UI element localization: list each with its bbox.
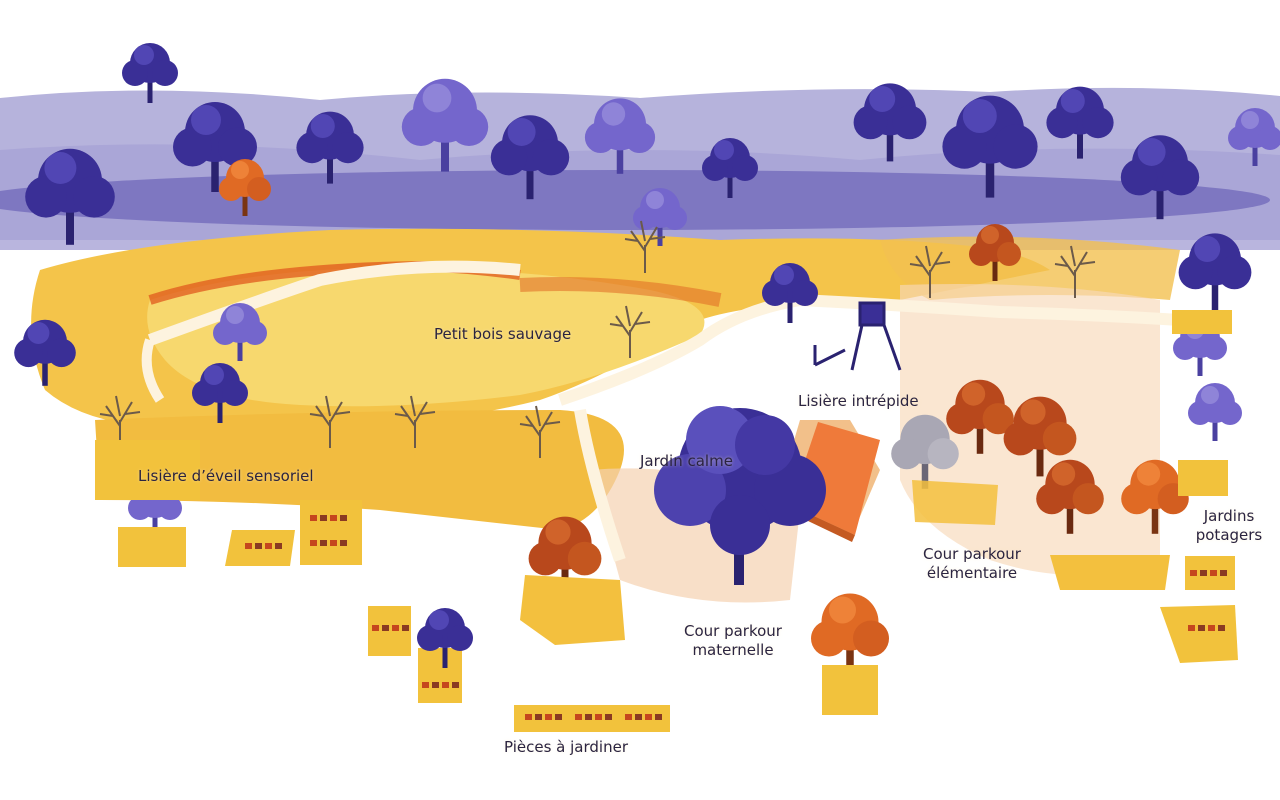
jardin-calme-tree: [654, 406, 826, 585]
climbing-tower: [813, 301, 902, 371]
walking-paths: [141, 260, 1181, 562]
label-line: Cour parkour: [923, 545, 1021, 563]
label-line: maternelle: [692, 641, 774, 659]
label-line: Cour parkour: [684, 622, 782, 640]
label-petit-bois-sauvage: Petit bois sauvage: [434, 325, 572, 343]
label-line: élémentaire: [926, 564, 1018, 582]
label-jardins-potagers: Jardins potagers: [1188, 507, 1270, 545]
label-line: potagers: [1195, 526, 1263, 544]
label-cour-parkour-elementaire: Cour parkour élémentaire: [908, 545, 1036, 583]
label-lisiere-intrepide: Lisière intrépide: [798, 392, 919, 410]
label-lisiere-eveil-sensoriel: Lisière d’éveil sensoriel: [138, 467, 314, 485]
label-line: Jardins: [1203, 507, 1255, 525]
label-jardin-calme: Jardin calme: [640, 452, 733, 470]
label-pieces-a-jardiner: Pièces à jardiner: [504, 738, 628, 756]
label-cour-parkour-maternelle: Cour parkour maternelle: [668, 622, 798, 660]
garden-plots: [95, 310, 1238, 732]
